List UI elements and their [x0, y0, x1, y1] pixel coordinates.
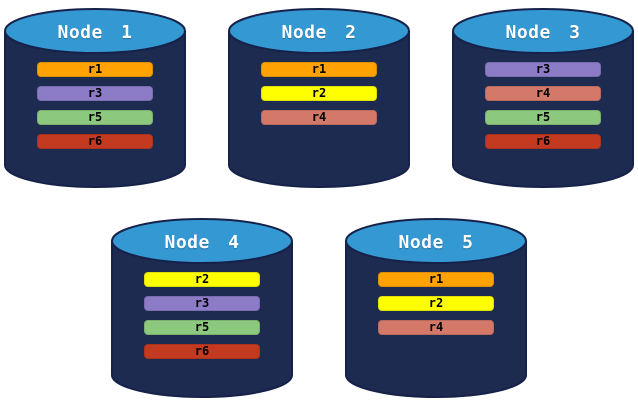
- partition-bar: r2: [261, 86, 377, 101]
- node-label: Node 3: [505, 21, 581, 43]
- partition-label: r3: [194, 296, 210, 310]
- partition-label: r2: [311, 86, 327, 100]
- partition-label: r6: [194, 344, 210, 358]
- partition-label: r6: [87, 134, 103, 148]
- node-label: Node 2: [281, 21, 357, 43]
- partition-bar: r2: [144, 272, 260, 287]
- partition-label: r5: [535, 110, 551, 124]
- partition-bar: r6: [144, 344, 260, 359]
- partition-label: r2: [194, 272, 210, 286]
- partition-label: r1: [87, 62, 103, 76]
- partition-bar: r1: [378, 272, 494, 287]
- node-label: Node 5: [398, 231, 474, 253]
- db-cylinder-node: Node 2 r1 r2 r4: [227, 7, 411, 189]
- db-cylinder-node: Node 3 r3 r4 r5 r6: [451, 7, 635, 189]
- partition-label: r5: [194, 320, 210, 334]
- partition-label: r6: [535, 134, 551, 148]
- partition-bar: r5: [485, 110, 601, 125]
- partition-label: r4: [535, 86, 551, 100]
- partition-list: r2 r3 r5 r6: [110, 272, 294, 359]
- partition-bar: r6: [485, 134, 601, 149]
- partition-list: r3 r4 r5 r6: [451, 62, 635, 149]
- partition-label: r1: [311, 62, 327, 76]
- partition-bar: r6: [37, 134, 153, 149]
- cylinder-top-shape: [4, 8, 186, 54]
- partition-bar: r3: [144, 296, 260, 311]
- partition-label: r2: [428, 296, 444, 310]
- row-bottom: Node 4 r2 r3 r5 r6 Node 5 r1 r2 r4: [0, 217, 638, 399]
- db-cylinder-node: Node 1 r1 r3 r5 r6: [3, 7, 187, 189]
- partition-bar: r3: [485, 62, 601, 77]
- partition-list: r1 r2 r4: [344, 272, 528, 335]
- partition-bar: r5: [37, 110, 153, 125]
- partition-bar: r4: [378, 320, 494, 335]
- partition-bar: r4: [485, 86, 601, 101]
- db-cylinder-node: Node 5 r1 r2 r4: [344, 217, 528, 399]
- partition-list: r1 r2 r4: [227, 62, 411, 125]
- node-label: Node 1: [57, 21, 133, 43]
- partition-label: r3: [87, 86, 103, 100]
- partition-list: r1 r3 r5 r6: [3, 62, 187, 149]
- partition-bar: r4: [261, 110, 377, 125]
- partition-bar: r2: [378, 296, 494, 311]
- partition-label: r5: [87, 110, 103, 124]
- node-label: Node 4: [164, 231, 240, 253]
- partition-label: r1: [428, 272, 444, 286]
- partition-bar: r5: [144, 320, 260, 335]
- cylinder-top-shape: [228, 8, 410, 54]
- partition-label: r4: [428, 320, 444, 334]
- partition-bar: r3: [37, 86, 153, 101]
- cylinder-top-shape: [111, 218, 293, 264]
- partition-bar: r1: [37, 62, 153, 77]
- cylinder-top-shape: [452, 8, 634, 54]
- partition-bar: r1: [261, 62, 377, 77]
- db-cylinder-node: Node 4 r2 r3 r5 r6: [110, 217, 294, 399]
- partition-label: r4: [311, 110, 327, 124]
- partition-label: r3: [535, 62, 551, 76]
- cylinder-top-shape: [345, 218, 527, 264]
